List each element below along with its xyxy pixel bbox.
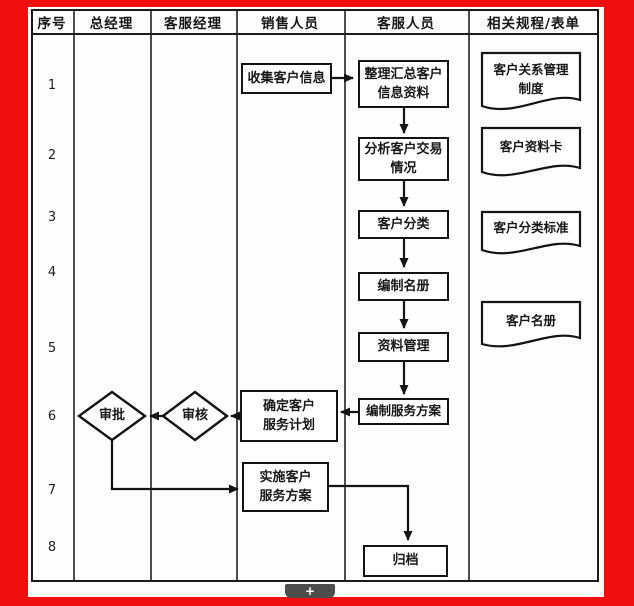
flow-box-summarize-info: 整理汇总客户 信息资料 (358, 60, 449, 108)
header-related-forms: 相关规程/表单 (487, 16, 580, 32)
column-divider (468, 11, 470, 580)
flow-box-collect-info: 收集客户信息 (241, 63, 332, 94)
column-divider (150, 11, 152, 580)
row-number: 5 (47, 340, 57, 356)
header-general-manager: 总经理 (89, 16, 134, 32)
header-service-manager: 客服经理 (164, 16, 222, 32)
flow-box-analyze-trades: 分析客户交易 情况 (358, 137, 449, 181)
header-seq-no: 序号 (37, 16, 67, 32)
plus-icon: + (304, 584, 316, 598)
header-row: 序号 总经理 客服经理 销售人员 客服人员 相关规程/表单 (31, 11, 599, 33)
row-number: 8 (47, 539, 57, 555)
document-label-classification-standard: 客户分类标准 (493, 220, 569, 236)
row-number: 3 (47, 209, 57, 225)
column-divider (236, 11, 238, 580)
flow-box-confirm-service-plan: 确定客户 服务计划 (240, 390, 338, 442)
document-label-customer-roster: 客户名册 (505, 313, 556, 329)
approve-diamond-label: 审批 (98, 407, 125, 423)
row-number: 7 (47, 482, 57, 498)
document-label-customer-card: 客户资料卡 (499, 139, 563, 155)
row-number: 6 (47, 408, 57, 424)
expand-tab-button[interactable]: + (285, 584, 335, 598)
document-label-crm-policy: 客户关系管理 制度 (493, 61, 569, 96)
table-outer-border (31, 9, 599, 582)
header-sales-staff: 销售人员 (261, 16, 319, 32)
column-divider (73, 11, 75, 580)
flow-box-archive: 归档 (363, 545, 448, 577)
flow-box-draft-service-plan: 编制服务方案 (358, 398, 449, 425)
flow-box-classify-customers: 客户分类 (358, 210, 449, 239)
flow-box-data-management: 资料管理 (358, 332, 449, 362)
column-divider (344, 11, 346, 580)
flow-box-compile-roster: 编制名册 (358, 272, 449, 301)
row-number: 4 (47, 264, 57, 280)
row-number: 2 (47, 147, 57, 163)
flow-box-implement-plan: 实施客户 服务方案 (242, 462, 329, 512)
header-service-staff: 客服人员 (377, 16, 435, 32)
row-number: 1 (47, 77, 57, 93)
review-diamond-label: 审核 (181, 407, 208, 423)
header-underline (31, 33, 599, 35)
